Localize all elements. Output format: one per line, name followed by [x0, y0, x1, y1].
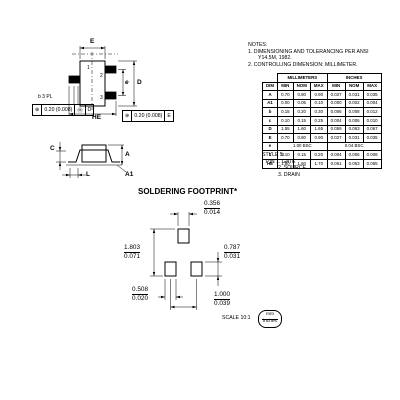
style-heading: STYLE 5:	[262, 152, 285, 158]
pin-label-1: 1	[87, 65, 90, 71]
units-inches: inches	[263, 319, 277, 324]
dim-label-e-pitch: e	[125, 79, 129, 86]
fcf-he-tolerance: ⊕0.20 (0.008)E	[122, 110, 174, 122]
dim-label-a1: A1	[125, 171, 134, 178]
note-1-cont: Y14.5M, 1982.	[258, 55, 292, 62]
notes-block: NOTES: 1. DIMENSIONING AND TOLERANCING P…	[248, 42, 369, 70]
dim-label-c: C	[50, 145, 55, 152]
style-pin-3: 3. DRAIN	[278, 172, 300, 179]
dim-label-he: HE	[92, 114, 102, 121]
note-2: 2. CONTROLLING DIMENSION: MILLIMETER.	[248, 62, 358, 69]
dim-right-height: 0.787 0.031	[224, 244, 240, 261]
dimension-table: MILLIMETERS INCHES DIM MIN NOM MAX MIN N…	[261, 73, 382, 169]
style-pin-1: PIN 1. GATE	[266, 158, 296, 165]
group-header-inches: INCHES	[326, 73, 382, 83]
style-block: STYLE 5: PIN 1. GATE 2. SOURCE 3. DRAIN	[262, 152, 306, 180]
dim-label-b: b 3 PL	[38, 94, 53, 100]
dim-label-a: A	[125, 151, 130, 158]
scale-label: SCALE 10:1	[222, 315, 251, 321]
pin-label-3: 3	[100, 95, 103, 101]
dim-label-e-upper: E	[90, 38, 95, 45]
units-legend: mm inches	[258, 310, 282, 328]
group-header-mm: MILLIMETERS	[277, 73, 328, 83]
table-group-header: MILLIMETERS INCHES	[262, 73, 382, 83]
dim-left-height: 1.803 0.071	[124, 244, 140, 261]
dim-bottom-right-pitch: 1.000 0.039	[214, 291, 230, 308]
table-column-header: DIM MIN NOM MAX MIN NOM MAX	[261, 81, 382, 92]
notes-heading: NOTES:	[248, 42, 268, 48]
style-pin-2: 2. SOURCE	[278, 165, 306, 172]
dim-top-width: 0.356 0.014	[204, 200, 220, 217]
pin-label-2: 2	[100, 73, 103, 79]
soldering-footprint	[150, 212, 222, 310]
package-top-view	[68, 46, 137, 116]
package-side-view	[56, 142, 127, 178]
dim-label-l: L	[86, 171, 90, 178]
dim-label-d: D	[137, 79, 142, 86]
footprint-title: SOLDERING FOOTPRINT*	[138, 187, 238, 196]
dim-bottom-left-width: 0.508 0.020	[132, 286, 148, 303]
units-mm: mm	[266, 312, 274, 317]
note-1: 1. DIMENSIONING AND TOLERANCING PER ANSI	[248, 48, 369, 55]
